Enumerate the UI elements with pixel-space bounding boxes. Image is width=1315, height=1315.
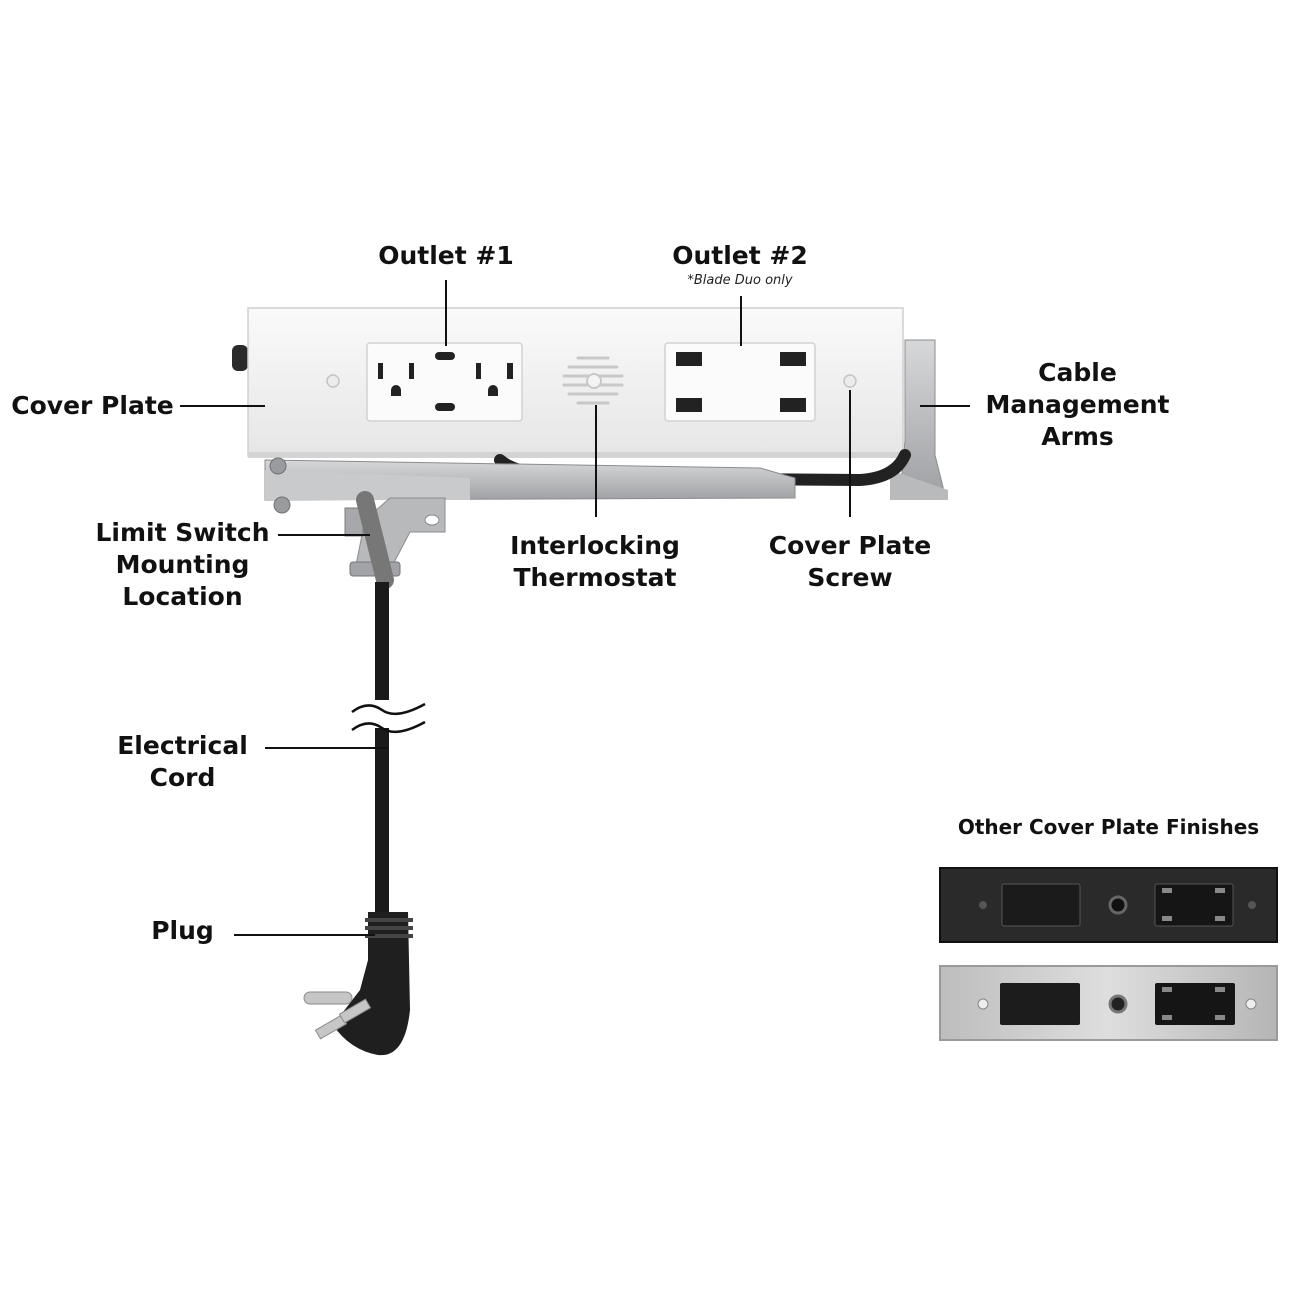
- limit-switch-label: Limit Switch Mounting Location: [95, 518, 270, 611]
- mounting-bracket: [264, 457, 796, 589]
- stainless-finish-sample: [939, 965, 1278, 1041]
- cable-management-arm: [890, 339, 948, 500]
- cover-plate-screw-label: Cover Plate Screw: [768, 531, 932, 592]
- outlet-2-note: *Blade Duo only: [687, 273, 793, 288]
- thermostat-vent: [562, 356, 624, 405]
- outlet-2: [664, 342, 816, 422]
- plug: [303, 912, 413, 1056]
- outlet-2-label: Outlet #2: [672, 241, 808, 270]
- leader-lines: [180, 280, 970, 936]
- outlet-1: [366, 342, 523, 422]
- electrical-cord-label: Electrical Cord: [117, 731, 248, 792]
- finishes-title: Other Cover Plate Finishes: [957, 815, 1260, 839]
- thermostat-label: Interlocking Thermostat: [510, 531, 680, 592]
- electrical-cord: [351, 582, 426, 915]
- outlet-1-label: Outlet #1: [378, 241, 514, 270]
- black-finish-sample: [939, 867, 1278, 943]
- plug-label: Plug: [151, 916, 214, 945]
- cover-plate-label: Cover Plate: [11, 391, 174, 420]
- cable-management-arms-label: Cable Management Arms: [985, 358, 1170, 451]
- side-knob: [232, 345, 248, 371]
- cover-plate-screws: [326, 374, 857, 388]
